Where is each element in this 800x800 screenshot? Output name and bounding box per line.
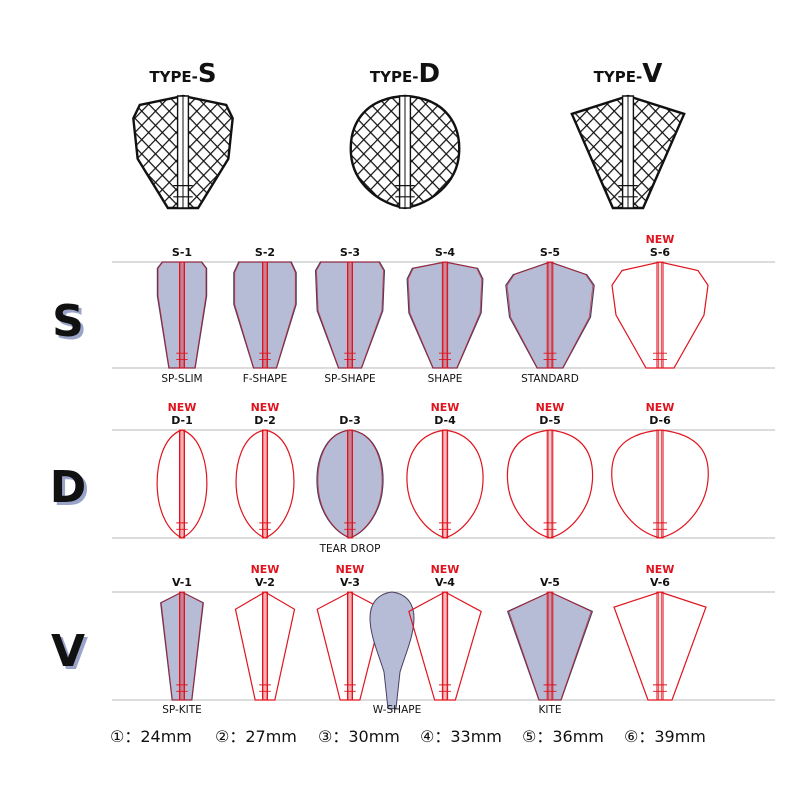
w-shape-overlay <box>370 592 414 709</box>
flight-name: W-SHAPE <box>373 704 421 716</box>
new-badge: NEW <box>336 563 365 576</box>
flight-code: D-1 <box>171 414 193 427</box>
new-badge: NEW <box>536 401 565 414</box>
new-badge: NEW <box>431 563 460 576</box>
flight-shape <box>316 262 385 368</box>
type-title-d: TYPE-D <box>370 59 440 89</box>
flight-shape <box>157 262 206 368</box>
new-badge: NEW <box>646 563 675 576</box>
flight-code: V-6 <box>650 576 670 589</box>
flight-s-3: S-3SP-SHAPE <box>316 246 385 385</box>
flight-code: D-4 <box>434 414 456 427</box>
flight-code: S-1 <box>172 246 192 259</box>
flight-name: SHAPE <box>428 373 463 385</box>
flight-code: S-3 <box>340 246 360 259</box>
flight-code: D-2 <box>254 414 276 427</box>
new-badge: NEW <box>251 401 280 414</box>
type-title-s: TYPE-S <box>149 59 216 89</box>
flight-shape <box>317 430 383 538</box>
flight-name: TEAR DROP <box>319 543 381 555</box>
flight-shape <box>157 430 207 538</box>
flight-name: KITE <box>538 704 561 716</box>
row-letter: S <box>52 296 84 347</box>
flight-shape <box>236 430 294 538</box>
flight-code: V-3 <box>340 576 360 589</box>
new-badge: NEW <box>646 401 675 414</box>
flight-code: V-2 <box>255 576 275 589</box>
flight-shape <box>161 592 204 700</box>
new-badge: NEW <box>168 401 197 414</box>
flight-code: D-5 <box>539 414 561 427</box>
flight-code: S-5 <box>540 246 560 259</box>
row-letter: D <box>50 462 87 513</box>
length-2: ②：27mm <box>215 727 297 746</box>
type-icon-s <box>133 96 232 208</box>
row-letter-shadow: S <box>55 299 87 350</box>
flight-code: S-6 <box>650 246 670 259</box>
row-v: VVV-1SP-KITENEWV-2NEWV-3NEWV-4W-SHAPEV-5… <box>51 563 775 716</box>
length-6: ⑥：39mm <box>624 727 706 746</box>
flight-code: S-2 <box>255 246 275 259</box>
length-legend: ①：24mm ②：27mm ③：30mm ④：33mm ⑤：36mm ⑥：39m… <box>0 723 800 753</box>
type-title-v: TYPE-V <box>594 59 663 89</box>
flight-name: F-SHAPE <box>243 373 288 385</box>
flight-shape <box>612 430 709 538</box>
flight-s-1: S-1SP-SLIM <box>157 246 206 385</box>
flight-shape <box>407 430 483 538</box>
flight-shape <box>612 262 708 368</box>
flight-code: D-3 <box>339 414 361 427</box>
flight-shape <box>234 262 296 368</box>
flight-shape <box>370 592 481 709</box>
flight-shape <box>506 262 594 368</box>
flight-v-1: V-1SP-KITE <box>161 576 204 716</box>
length-4: ④：33mm <box>420 727 502 746</box>
row-letter: V <box>51 626 85 677</box>
flight-shape <box>407 262 483 368</box>
flight-shape <box>614 592 706 700</box>
length-1: ①：24mm <box>110 727 192 746</box>
flight-name: STANDARD <box>521 373 579 385</box>
flight-code: V-1 <box>172 576 192 589</box>
flight-shape <box>235 592 294 700</box>
flight-name: SP-SLIM <box>161 373 202 385</box>
flight-code: V-5 <box>540 576 560 589</box>
row-s: SSS-1SP-SLIMS-2F-SHAPES-3SP-SHAPES-4SHAP… <box>52 233 775 385</box>
flight-code: V-4 <box>435 576 455 589</box>
row-letter-shadow: D <box>53 465 90 516</box>
new-badge: NEW <box>251 563 280 576</box>
flight-code: D-6 <box>649 414 671 427</box>
flight-name: SP-SHAPE <box>324 373 375 385</box>
row-letter-shadow: V <box>54 629 88 680</box>
flight-shape <box>507 430 592 538</box>
new-badge: NEW <box>646 233 675 246</box>
flight-name: SP-KITE <box>162 704 202 716</box>
length-3: ③：30mm <box>318 727 400 746</box>
type-icon-d <box>351 96 459 208</box>
flight-shape <box>508 592 593 700</box>
length-5: ⑤：36mm <box>522 727 604 746</box>
flight-code: S-4 <box>435 246 455 259</box>
new-badge: NEW <box>431 401 460 414</box>
flight-s-2: S-2F-SHAPE <box>234 246 296 385</box>
type-icon-v <box>572 96 684 208</box>
